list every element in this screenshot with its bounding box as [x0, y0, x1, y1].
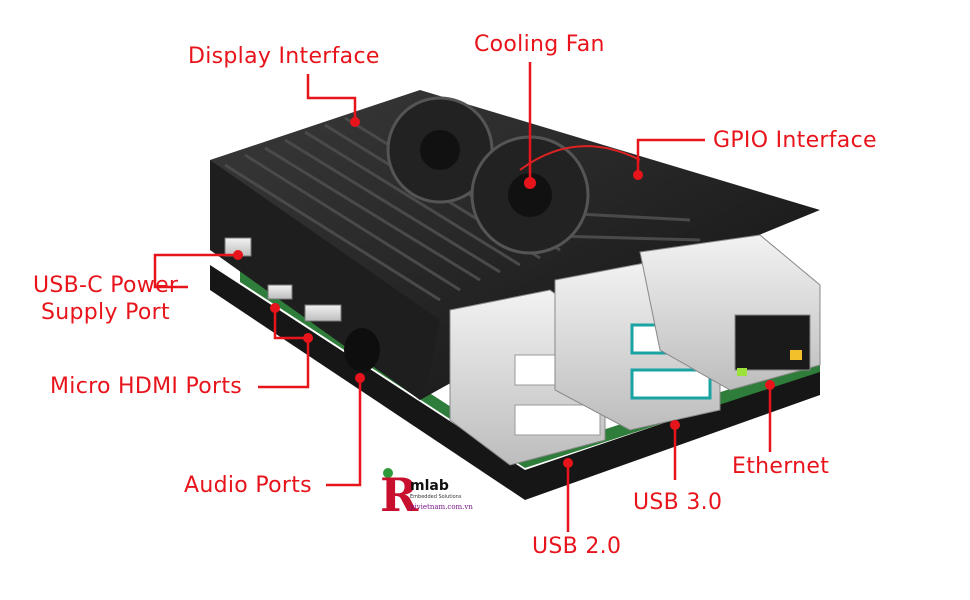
pointer-usbc: [153, 253, 238, 289]
rmlab-logo: R mlab Embedded Solutions pivietnam.com.…: [380, 468, 480, 522]
logo-name: mlab: [410, 478, 449, 494]
label-usb-c-line2: Supply Port: [41, 300, 170, 325]
label-display-interface: Display Interface: [188, 44, 380, 69]
pointer-display: [306, 74, 357, 122]
logo-initial: R: [380, 468, 419, 522]
pointer-gpio: [636, 138, 705, 175]
label-usb-c-line1: USB-C Power: [33, 273, 179, 298]
label-micro-hdmi: Micro HDMI Ports: [50, 374, 243, 399]
fan-wire: [519, 145, 641, 171]
micro-hdmi-port-1: [267, 284, 293, 300]
label-usb-30: USB 3.0: [633, 490, 723, 515]
raspberry-leaf-icon: [383, 468, 393, 478]
label-audio-ports: Audio Ports: [184, 473, 312, 498]
micro-hdmi-port-2: [304, 304, 342, 322]
case-base: [210, 265, 820, 500]
audio-jack-shape: [344, 328, 380, 372]
label-ethernet: Ethernet: [732, 454, 830, 479]
logo-url: pivietnam.com.vn: [410, 503, 473, 511]
pointer-dots: [233, 117, 775, 468]
pointer-audio: [326, 378, 362, 487]
label-cooling-fan: Cooling Fan: [474, 32, 605, 57]
label-usb-20: USB 2.0: [532, 534, 622, 559]
heatsink-front: [210, 160, 440, 400]
cooling-fans: [386, 96, 590, 255]
label-gpio-interface: GPIO Interface: [713, 128, 877, 153]
logo-tagline: Embedded Solutions: [410, 494, 462, 500]
ethernet-block: [639, 234, 821, 391]
pointer-lines: [153, 62, 772, 532]
